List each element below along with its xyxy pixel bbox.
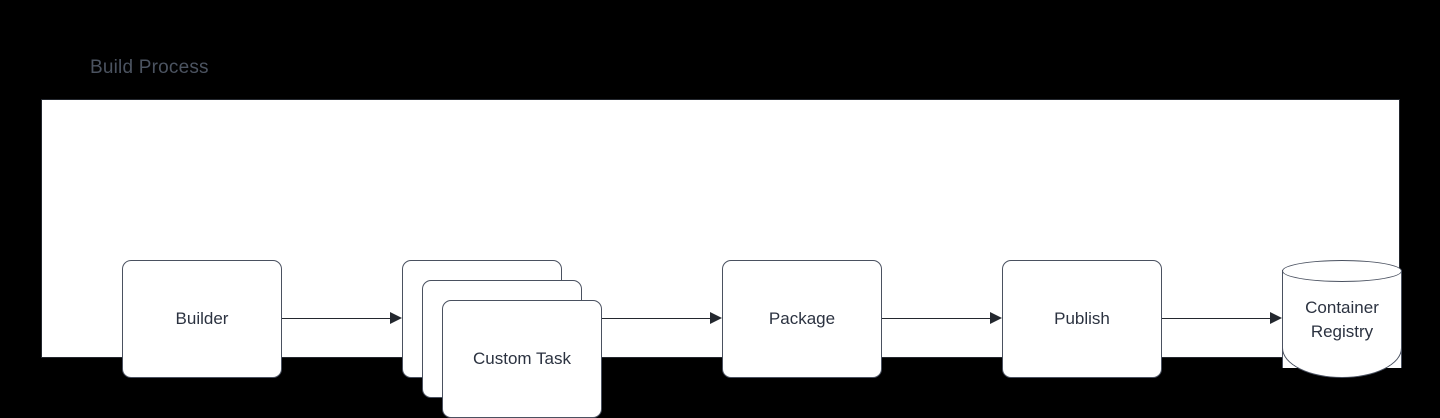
node-package[interactable]: Package bbox=[722, 260, 882, 378]
node-package-label: Package bbox=[768, 309, 836, 328]
node-container-registry[interactable]: Container Registry bbox=[1282, 260, 1402, 378]
arrowhead-icon bbox=[1270, 311, 1282, 324]
build-process-panel: Builder Custom Task Custom Task Custom T… bbox=[41, 99, 1402, 418]
edge-line bbox=[282, 317, 390, 319]
arrowhead-icon bbox=[390, 311, 402, 324]
edge-publish-to-container-registry[interactable] bbox=[1162, 311, 1282, 325]
build-process-diagram: Build Process Builder Custom Task Custom… bbox=[41, 57, 1402, 418]
node-publish-label: Publish bbox=[1054, 309, 1110, 328]
arrowhead-icon bbox=[710, 311, 722, 324]
node-custom-task-front-label: Custom Task bbox=[473, 349, 571, 368]
node-publish[interactable]: Publish bbox=[1002, 260, 1162, 378]
edge-package-to-publish[interactable] bbox=[882, 311, 1002, 325]
arrowhead-icon bbox=[990, 311, 1002, 324]
node-container-registry-label: Container Registry bbox=[1305, 298, 1379, 341]
edge-line bbox=[602, 317, 710, 319]
node-builder-label: Builder bbox=[175, 309, 229, 328]
edge-line bbox=[882, 317, 990, 319]
edge-line bbox=[1162, 317, 1270, 319]
node-builder[interactable]: Builder bbox=[122, 260, 282, 378]
node-container-registry-label-wrap: Container Registry bbox=[1282, 278, 1402, 362]
edge-builder-to-custom-task[interactable] bbox=[282, 311, 402, 325]
node-custom-task-front[interactable]: Custom Task bbox=[442, 300, 602, 418]
cylinder-top-icon bbox=[1282, 260, 1402, 282]
edge-custom-task-to-package[interactable] bbox=[602, 311, 722, 325]
group-title: Build Process bbox=[90, 57, 209, 78]
